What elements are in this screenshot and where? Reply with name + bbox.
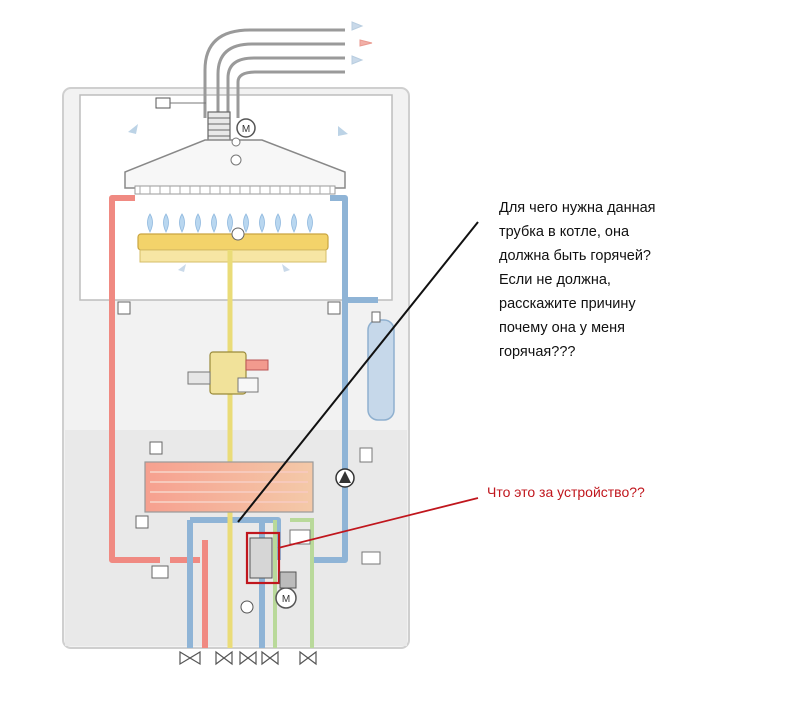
question-line: должна быть горячей? <box>499 248 651 264</box>
device-leader-line <box>277 497 479 549</box>
pipe-question-text: Для чего нужна данная трубка в котле, он… <box>499 196 739 364</box>
question-line: Если не должна, <box>499 272 611 288</box>
secondary-heat-exchanger <box>144 461 314 513</box>
fan-grille <box>208 117 230 137</box>
red-marker-box <box>245 531 281 585</box>
motor-icon <box>236 118 256 138</box>
primary-heat-exchanger <box>134 185 336 195</box>
svg-text:M: M <box>282 594 290 605</box>
question-line: трубка в котле, она <box>499 224 630 240</box>
question-line: почему она у меня <box>499 320 625 336</box>
air-arrow-icon <box>351 21 373 65</box>
expansion-vessel <box>367 319 395 421</box>
valve-icon <box>179 650 317 666</box>
heating-flow-pipe <box>109 195 208 648</box>
ignition-electrode <box>231 227 245 241</box>
device-question-text: Что это за устройство?? <box>487 484 645 500</box>
air-arrow-icon <box>128 124 348 136</box>
flow-sensor <box>249 537 273 579</box>
pipe-leader-line <box>237 221 479 523</box>
air-arrow-icon <box>178 264 290 272</box>
flame-icon <box>147 213 313 233</box>
question-line: Для чего нужна данная <box>499 200 656 216</box>
question-line: горячая??? <box>499 344 576 360</box>
pump-icon <box>335 468 355 488</box>
flue-pipe <box>203 28 345 118</box>
svg-text:M: M <box>242 124 250 135</box>
question-line: расскажите причину <box>499 296 636 312</box>
pressure-switch <box>155 97 171 109</box>
valve-icon <box>187 351 269 395</box>
